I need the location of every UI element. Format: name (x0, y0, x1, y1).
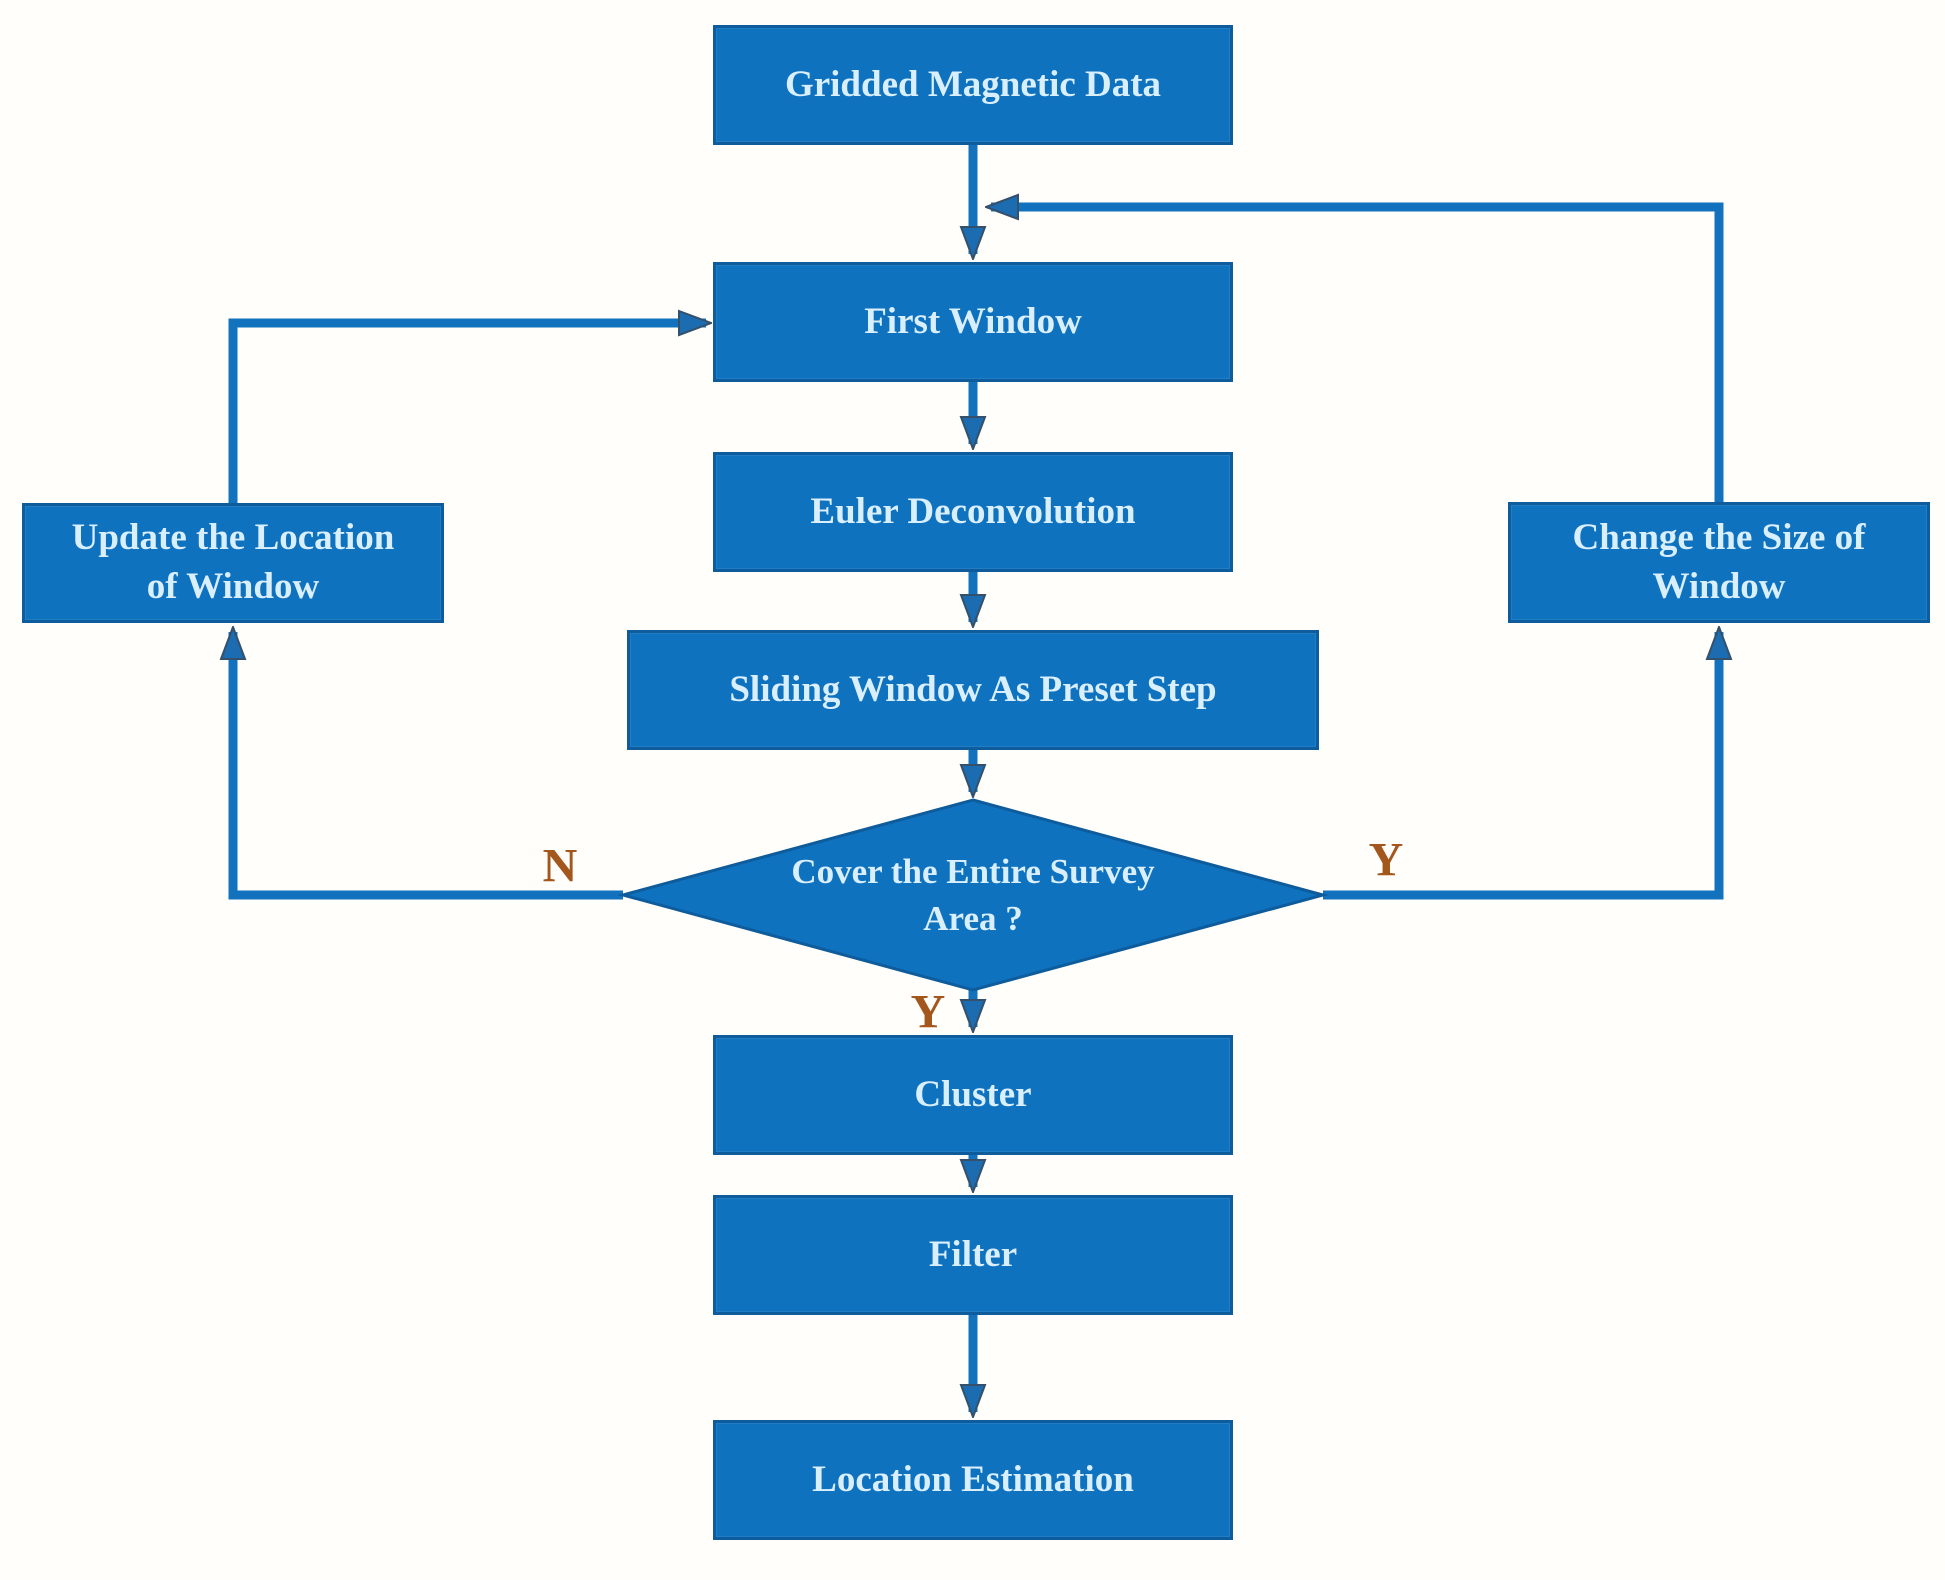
node-cluster: Cluster (713, 1035, 1233, 1155)
node-label-line1: Change the Size of (1572, 516, 1866, 558)
decision-label-line1: Cover the (791, 851, 938, 891)
decision-label-line3: Area ? (923, 899, 1023, 938)
arrow-decision-yes-to-change (1323, 632, 1719, 900)
node-label: Euler Deconvolution (810, 490, 1136, 532)
node-label: Filter (928, 1233, 1018, 1275)
node-first-window: First Window (713, 262, 1233, 382)
branch-label-yes-right: Y (1368, 833, 1404, 887)
node-location-estimation: Location Estimation (713, 1420, 1233, 1540)
node-filter: Filter (713, 1195, 1233, 1315)
node-gridded-magnetic-data: Gridded Magnetic Data (713, 25, 1233, 145)
node-euler-deconvolution: Euler Deconvolution (713, 452, 1233, 572)
branch-label-no: N (542, 839, 578, 893)
decision-label-line2: Entire Survey (946, 851, 1155, 891)
node-label-line2: of Window (146, 566, 320, 607)
node-label: Gridded Magnetic Data (784, 63, 1162, 105)
branch-label-yes-down: Y (910, 985, 946, 1039)
decision-diamond-label: Cover the Entire Survey Area ? (763, 848, 1183, 943)
node-label: Location Estimation (812, 1458, 1134, 1500)
node-change-size: Change the Size of Window (1508, 502, 1930, 623)
node-label: First Window (864, 300, 1082, 342)
node-label-line2: Window (1652, 565, 1786, 607)
arrow-change-to-spine-merge (991, 207, 1724, 502)
node-label: Cluster (914, 1073, 1032, 1115)
node-label: Sliding Window As Preset Step (729, 668, 1217, 710)
node-update-location: Update the Location of Window (22, 503, 444, 623)
node-label-line1: Update the Location (71, 517, 395, 559)
node-sliding-window: Sliding Window As Preset Step (627, 630, 1319, 750)
arrow-decision-no-to-update (233, 632, 623, 900)
arrow-update-to-firstwindow (228, 323, 706, 503)
decision-diamond-shape (617, 798, 1329, 992)
